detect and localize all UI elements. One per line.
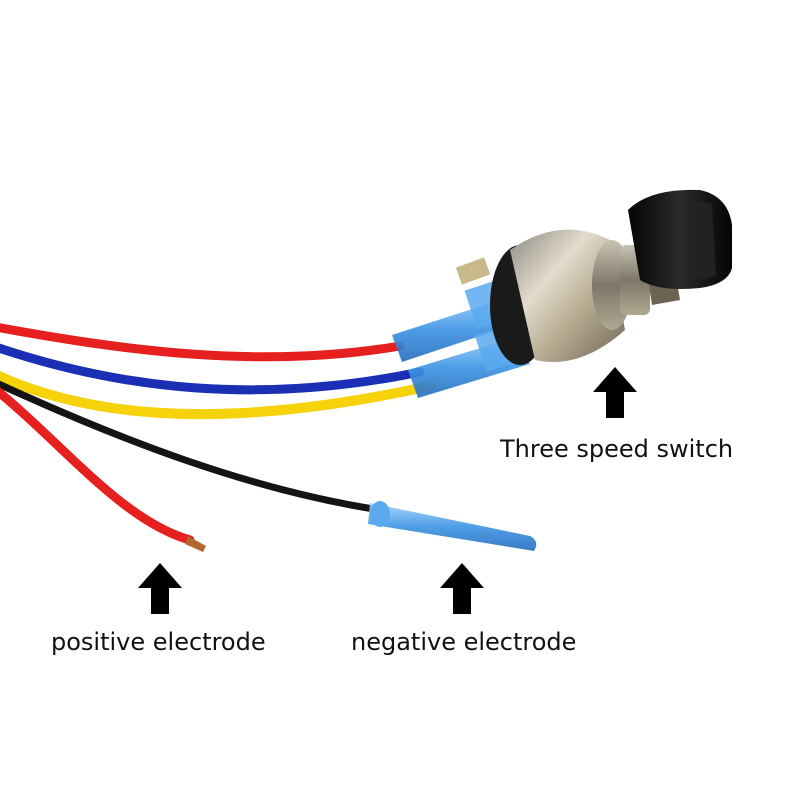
positive-electrode-label: positive electrode [51,628,266,656]
black-knob [628,189,732,289]
negative-connector [368,501,537,551]
up-arrow-icon [440,563,484,614]
copper-tip [185,536,206,552]
switch-label: Three speed switch [500,435,734,463]
up-arrow-icon [138,563,182,614]
blue-wire [0,343,425,395]
yellow-wire [0,371,435,420]
black-wire [0,380,384,514]
red-wire-positive [0,387,195,545]
up-arrow-icon [593,367,637,418]
negative-electrode-label: negative electrode [351,628,577,656]
red-wire-top [0,323,405,362]
three-speed-switch [455,189,732,365]
